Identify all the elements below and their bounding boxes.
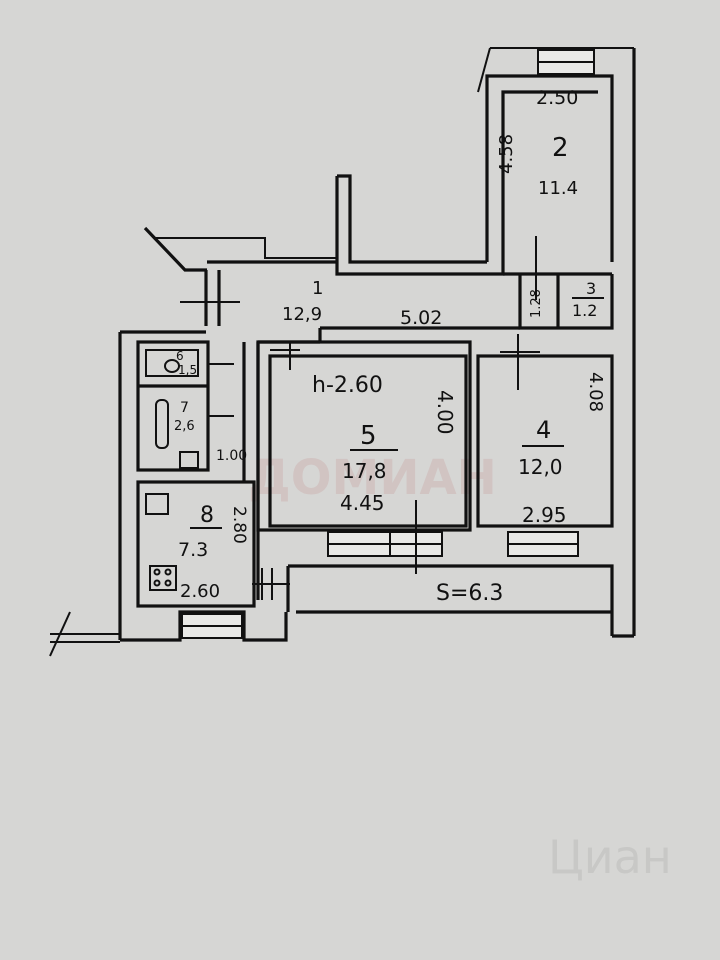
- room-4-number: 4: [536, 416, 551, 444]
- room-7-width: 1.00: [216, 448, 247, 464]
- room-3-outline: [518, 236, 614, 330]
- room-5-number: 5: [360, 421, 377, 451]
- room-7-area: 2,6: [174, 419, 195, 434]
- balcony-area: S=6.3: [436, 581, 503, 606]
- toilet-bowl-icon: [164, 359, 180, 373]
- room-8-number: 8: [200, 503, 214, 528]
- room-1-outline: [143, 174, 612, 326]
- room-3-area: 1.2: [572, 301, 597, 320]
- room-5-area: 17,8: [342, 459, 387, 483]
- ceiling-height: h-2.60: [312, 373, 383, 398]
- room-4-area: 12,0: [518, 455, 563, 479]
- room-5-width: 4.45: [340, 491, 385, 515]
- bathroom-block-outline: [136, 340, 234, 472]
- room-8-area: 7.3: [178, 539, 208, 561]
- room-5-length: 4.00: [433, 390, 457, 435]
- room-8-width: 2.60: [180, 581, 220, 602]
- room-3-width: 1.28: [529, 289, 544, 318]
- room-3-number: 3: [586, 279, 596, 298]
- room-8-outline: [118, 330, 290, 640]
- room-6-area: 1,5: [178, 363, 197, 377]
- room-7-number: 7: [180, 400, 189, 416]
- room-4-length: 4.08: [585, 372, 606, 412]
- room-8-length: 2.80: [229, 506, 249, 544]
- toilet-fixture: [145, 349, 199, 377]
- room-2-width: 2.50: [536, 87, 578, 109]
- corridor-dimension: 5.02: [400, 307, 442, 329]
- sink-kitchen-icon: [145, 493, 169, 515]
- room-1-area: 12,9: [282, 304, 322, 325]
- room-2-length: 4.58: [496, 134, 517, 174]
- corner-watermark: Циан: [548, 830, 672, 884]
- room-2-outline: [477, 47, 636, 636]
- stove-icon: [149, 565, 177, 591]
- room-6-number: 6: [176, 349, 184, 363]
- room-1-number: 1: [312, 278, 323, 299]
- room-4-outline: [476, 334, 614, 528]
- room-4-width: 2.95: [522, 503, 567, 527]
- room-2-number: 2: [552, 133, 569, 163]
- center-watermark: ДОМИАН: [248, 450, 497, 506]
- bathtub-icon: [155, 399, 169, 449]
- balcony-outline: [286, 564, 634, 638]
- room-2-area: 11.4: [538, 178, 578, 199]
- outer-bottom-wall: [49, 610, 288, 657]
- sink-icon: [179, 451, 199, 469]
